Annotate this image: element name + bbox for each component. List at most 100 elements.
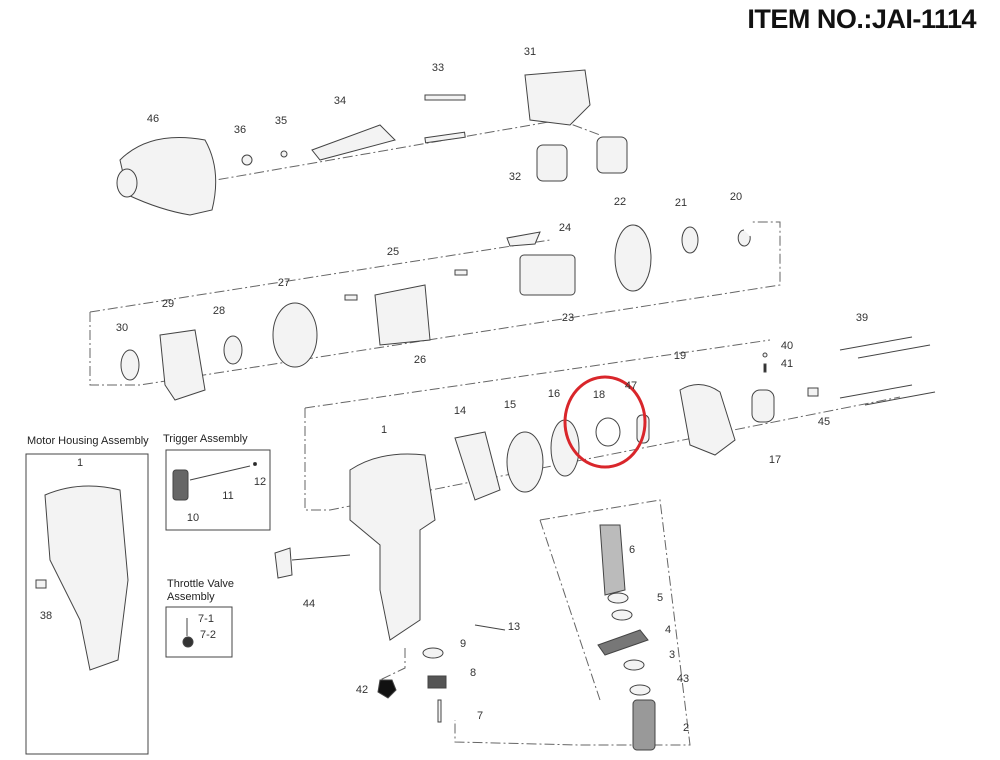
- part-label: 36: [233, 124, 247, 136]
- part-label: 1: [76, 457, 84, 469]
- part-20-clip: [737, 229, 751, 247]
- part-41-spring: [763, 363, 767, 373]
- part-label: 24: [558, 222, 572, 234]
- part-26-cylinder: [374, 284, 431, 346]
- part-36-ring: [241, 154, 253, 166]
- part-label: 31: [523, 46, 537, 58]
- part-label: 3: [668, 649, 676, 661]
- part-label: 28: [212, 305, 226, 317]
- part-label: 7-2: [200, 629, 216, 641]
- part-1-housing-assembly: [44, 485, 129, 671]
- part-label: 13: [507, 621, 521, 633]
- trigger-assembly-title: Trigger Assembly: [163, 433, 248, 445]
- part-32-hammer: [536, 144, 568, 182]
- part-label: 27: [277, 277, 291, 289]
- part-label: 29: [161, 298, 175, 310]
- part-label: 8: [469, 667, 477, 679]
- part-label: 34: [333, 95, 347, 107]
- part-28-bearing: [223, 335, 243, 365]
- part-label: 38: [39, 610, 53, 622]
- part-label: 45: [817, 416, 831, 428]
- part-label: 4: [664, 624, 672, 636]
- part-2-inlet: [632, 699, 656, 751]
- part-label: 16: [547, 388, 561, 400]
- part-label: 44: [302, 598, 316, 610]
- part-label: 7-1: [198, 613, 214, 625]
- part-21-bearing: [681, 226, 699, 254]
- part-label: 41: [780, 358, 794, 370]
- part-18-oring: [595, 417, 621, 447]
- part-29-gasket: [159, 329, 206, 401]
- part-label: 19: [673, 350, 687, 362]
- part-9-oring: [422, 647, 444, 659]
- part-label: 43: [676, 673, 690, 685]
- part-39-bolts: [839, 336, 936, 406]
- part-43-oring: [629, 684, 651, 696]
- part-label: 23: [561, 312, 575, 324]
- part-label: 15: [503, 399, 517, 411]
- part-30-washer: [120, 349, 140, 381]
- part-45-screw: [807, 387, 819, 397]
- motor-housing-assembly-title: Motor Housing Assembly: [27, 435, 149, 447]
- part-33-pin: [424, 94, 466, 101]
- part-8-seat: [427, 675, 447, 689]
- part-label: 42: [355, 684, 369, 696]
- part-label: 35: [274, 115, 288, 127]
- part-40-ball: [762, 352, 768, 358]
- part-label: 7: [476, 710, 484, 722]
- part-7-valve: [437, 699, 442, 723]
- item-number: ITEM NO.:JAI-1114: [747, 4, 976, 34]
- part-15-oring: [506, 431, 544, 493]
- part-label: 46: [146, 113, 160, 125]
- part-label: 10: [186, 512, 200, 524]
- part-label: 17: [768, 454, 782, 466]
- part-label: 30: [115, 322, 129, 334]
- motor-housing-assembly-box: [25, 453, 149, 755]
- part-11-stem: [189, 465, 251, 481]
- part-44-trigger: [274, 547, 293, 579]
- part-3-oring: [623, 659, 645, 671]
- part-label: 47: [624, 380, 638, 392]
- throttle-valve-assembly-box: [165, 606, 233, 658]
- part-label: 40: [780, 340, 794, 352]
- part-27-front-plate: [272, 302, 318, 368]
- part-label: 6: [628, 544, 636, 556]
- part-46-hammer-case: [119, 137, 217, 216]
- part-17-reverse-valve: [751, 389, 775, 423]
- highlight-circle-part-18: [563, 375, 647, 469]
- part-label: 39: [855, 312, 869, 324]
- part-label: 25: [386, 246, 400, 258]
- part-label: 32: [508, 171, 522, 183]
- part-label: 20: [729, 191, 743, 203]
- part-4-regulator: [597, 629, 649, 656]
- part-6-spring: [599, 524, 626, 596]
- part-label: 18: [592, 389, 606, 401]
- part-label: 22: [613, 196, 627, 208]
- part-10-trigger: [172, 469, 189, 501]
- part-38-plug: [35, 579, 47, 589]
- assembly-boxes: [25, 449, 271, 755]
- part-42-plug: [377, 679, 397, 699]
- part-13-pin: [474, 624, 506, 631]
- part-19-rear-cover: [679, 384, 736, 456]
- part-label: 21: [674, 197, 688, 209]
- part-25-pin: [344, 294, 358, 301]
- part-label: 12: [253, 476, 267, 488]
- part-22-rear-plate: [614, 224, 652, 292]
- part-5-oring: [607, 592, 629, 604]
- part-34-anvil: [311, 124, 396, 161]
- part-label: 5: [656, 592, 664, 604]
- part-1-housing: [349, 453, 436, 641]
- throttle-valve-assembly-title: Throttle Valve Assembly: [167, 578, 235, 603]
- part-24-blade: [506, 231, 541, 247]
- part-12-pin: [253, 462, 257, 466]
- part-label: 1: [380, 424, 388, 436]
- part-31-hammer-cage: [524, 69, 591, 126]
- part-label: 14: [453, 405, 467, 417]
- assembly-lines: [89, 119, 901, 746]
- part-label: 33: [431, 62, 445, 74]
- trigger-assembly-box: [165, 449, 271, 531]
- part-23-rotor: [519, 254, 576, 296]
